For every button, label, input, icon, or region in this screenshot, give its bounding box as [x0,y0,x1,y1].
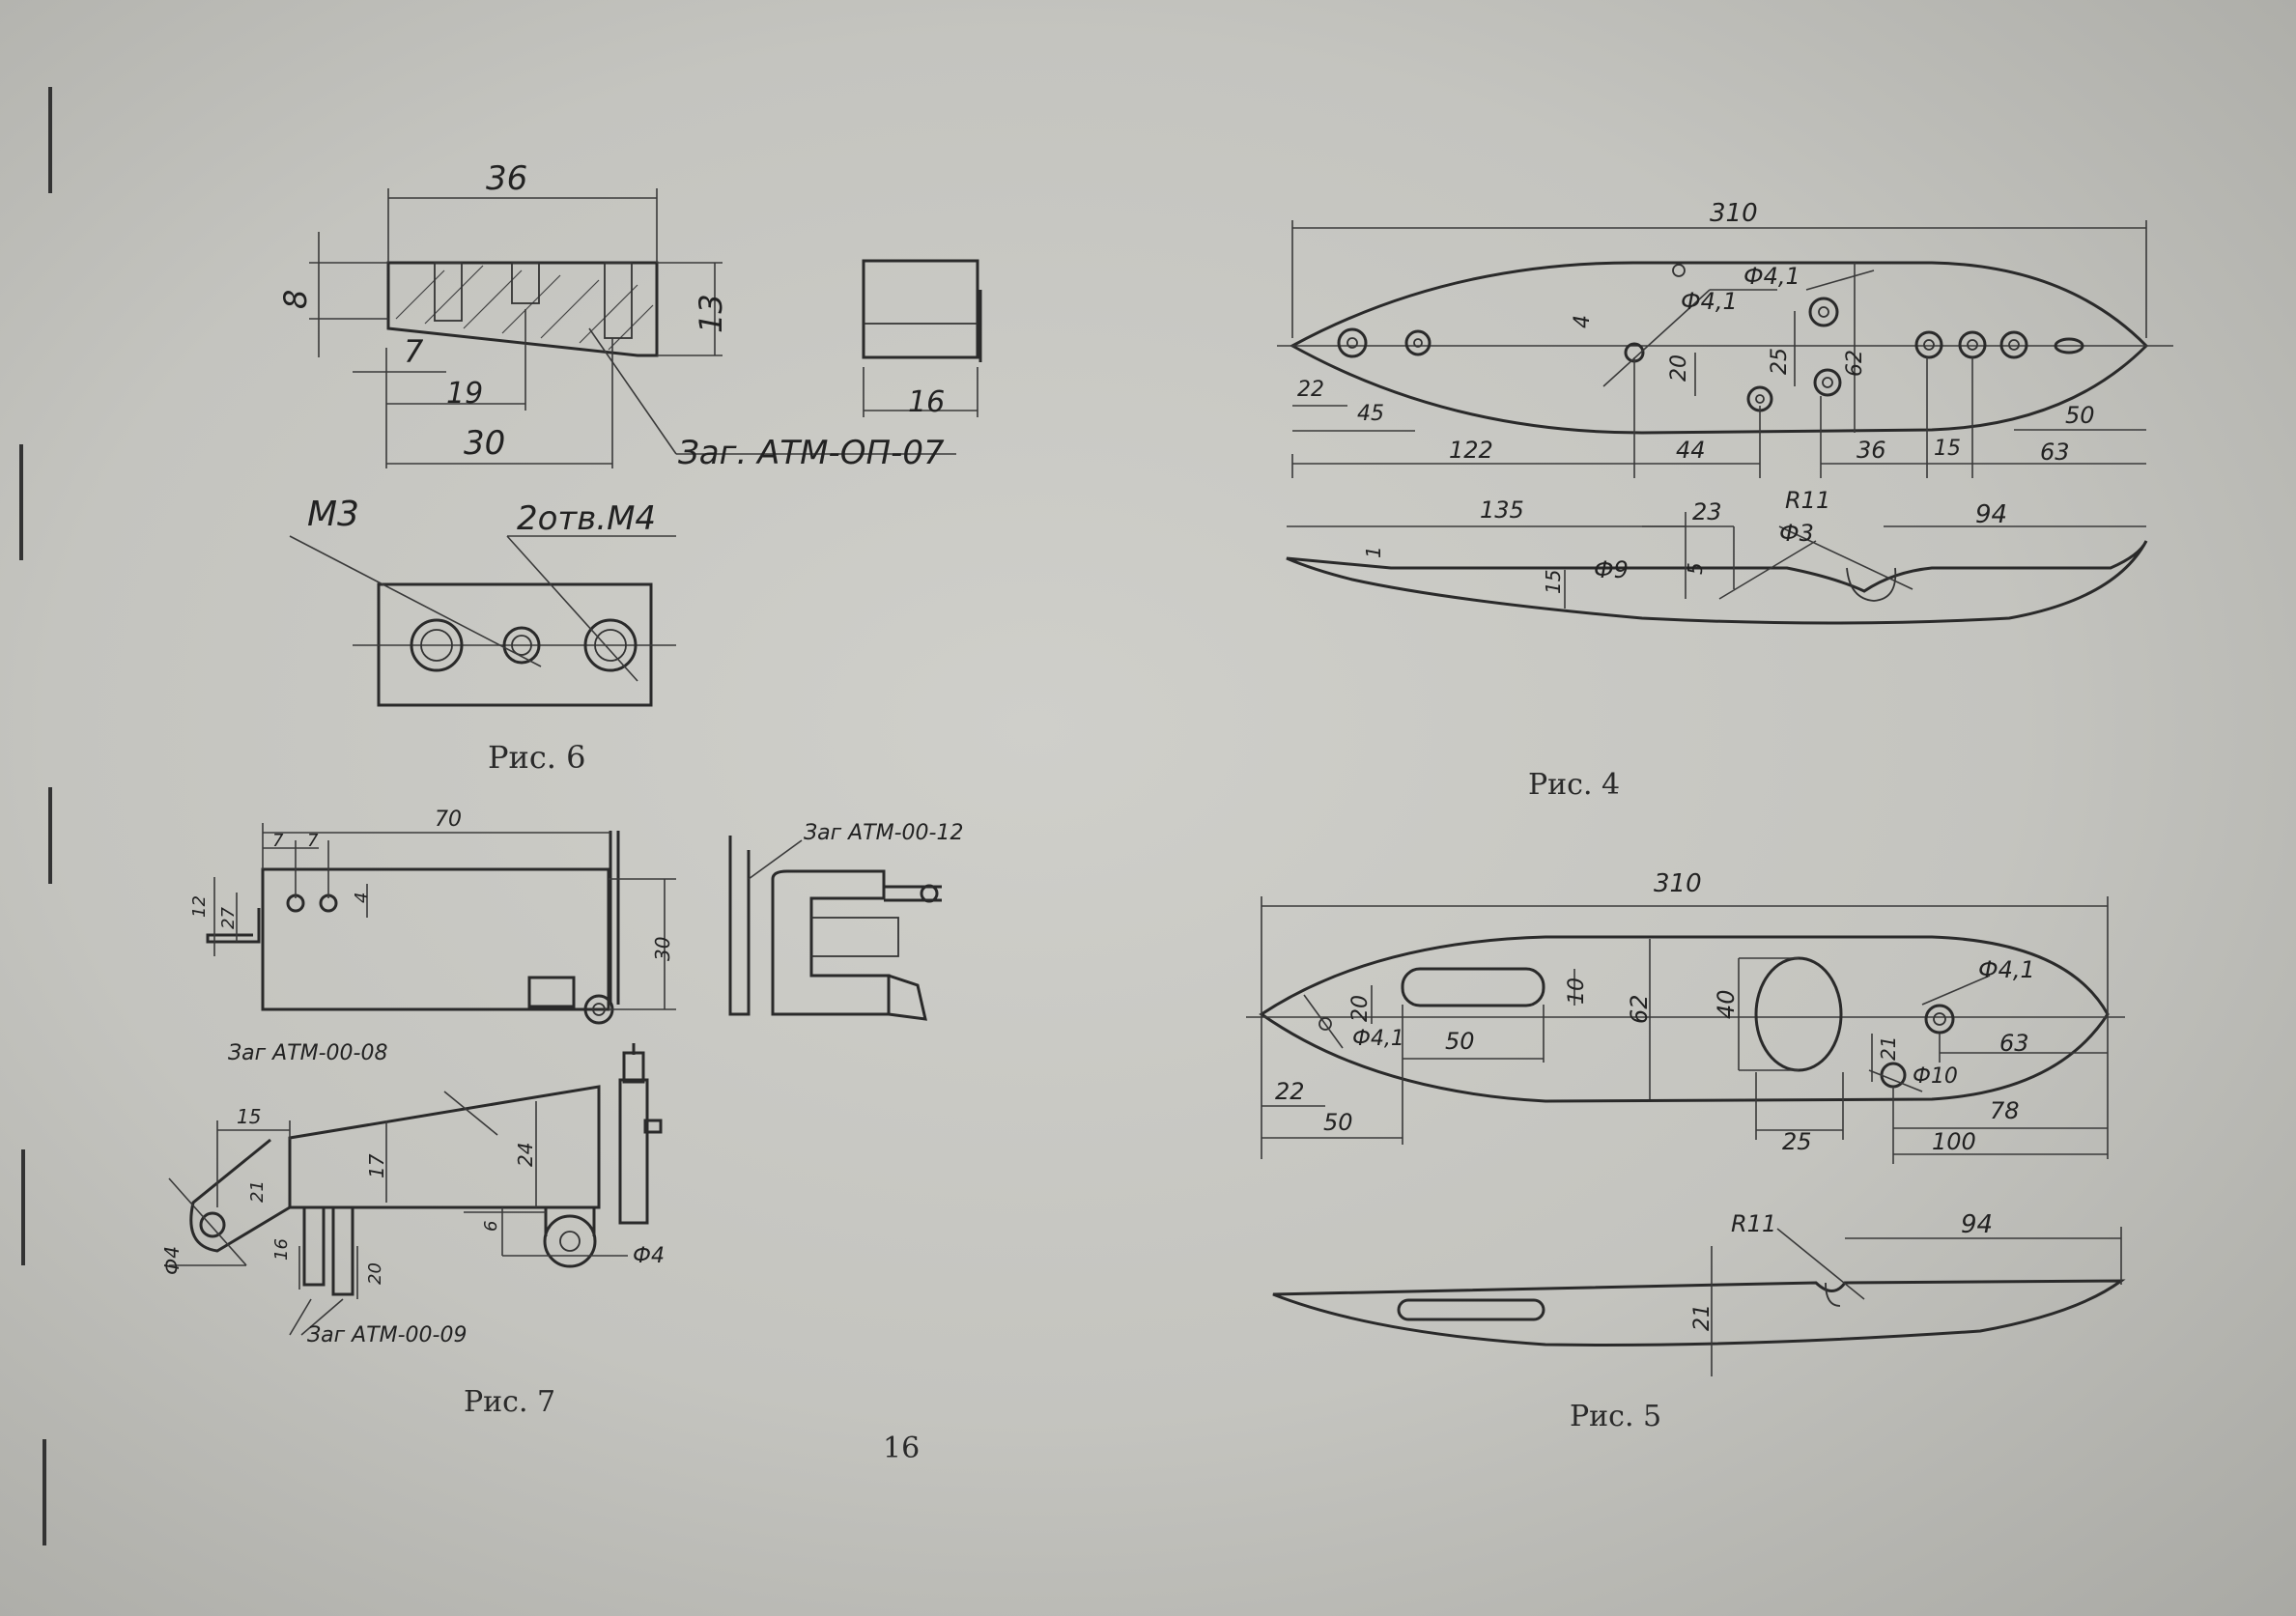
fig4-side-dim-94: 94 [1975,500,2008,529]
fig7-dim-7a: 7 [272,831,284,851]
fig7-dim-17: 17 [365,1153,388,1178]
fig7-dim-4: 4 [352,892,372,903]
fig7-dim-16: 16 [271,1238,292,1261]
fig4-dim-15: 15 [1934,437,1961,461]
fig5-dim-40: 40 [1713,989,1740,1019]
fig6-dim-30: 30 [464,424,506,463]
fig6-dim-36: 36 [486,159,528,198]
fig5-dim-10: 10 [1565,978,1589,1005]
fig7-blank-12: Заг АТМ-00-12 [804,821,964,845]
fig4-side-dim-d3: Ф3 [1779,520,1814,547]
fig4-dim-25: 25 [1768,348,1792,375]
fig4-caption: Рис. 4 [1528,768,1621,802]
fig5-dim-hole-left: Ф4,1 [1352,1027,1404,1051]
fig5-dim-78: 78 [1990,1097,2020,1124]
fig5-dim-50-slot: 50 [1445,1028,1475,1055]
fig4-dim-20: 20 [1667,354,1691,382]
fig7-dim-27: 27 [218,907,239,929]
fig4-side-dim-r11: R11 [1785,487,1831,514]
fig4-dim-hole-a: Ф4,1 [1743,263,1800,290]
fig7-dim-7b: 7 [307,831,319,851]
fig6-dim-8: 8 [277,289,314,309]
fig4-dim-44: 44 [1676,437,1706,464]
fig5-dim-21: 21 [1877,1035,1900,1061]
staple-marks [19,87,52,1545]
fig7-blank-09: Заг АТМ-00-09 [307,1323,468,1347]
fig4-side-dim-23: 23 [1692,498,1722,525]
fig5-dim-20: 20 [1348,995,1373,1022]
fig6-dim-19: 19 [446,377,484,411]
fig7-dim-15: 15 [237,1105,262,1128]
fig5-dim-hole-right: Ф4,1 [1978,956,2035,983]
fig7-dim-d4-right: Ф4 [633,1244,665,1268]
fig6-blank-label: Заг. АТМ-ОП-07 [678,434,945,472]
fig5-side-dim-21: 21 [1690,1304,1715,1331]
page-number: 16 [883,1432,921,1465]
fig5-dim-22: 22 [1275,1078,1305,1105]
fig4-dim-50: 50 [2065,402,2095,429]
fig7-dim-24: 24 [514,1142,537,1167]
fig6-dim-7: 7 [404,333,424,370]
fig6-drawing [289,188,982,707]
fig5-dim-50: 50 [1323,1109,1353,1136]
fig7-dim-70: 70 [435,808,462,832]
fig6-dim-16: 16 [908,385,946,419]
fig5-side-dim-r11: R11 [1731,1210,1777,1237]
fig7-caption: Рис. 7 [464,1385,556,1419]
fig4-side-dim-135: 135 [1480,496,1524,524]
fig4-dim-hole-b: Ф4,1 [1681,288,1738,315]
fig5-drawing [1246,896,2126,1376]
fig4-dim-36: 36 [1857,437,1886,464]
fig5-dim-25: 25 [1782,1128,1812,1155]
fig7-blank-08: Заг АТМ-00-08 [228,1041,388,1065]
fig5-dim-d10: Ф10 [1913,1064,1958,1089]
fig6-holes-label: 2отв.М4 [517,499,657,538]
fig6-thread-label: М3 [307,495,359,534]
fig6-caption: Рис. 6 [488,739,586,776]
fig5-dim-310: 310 [1654,869,1702,898]
fig7-drawing [168,823,942,1336]
fig4-dim-45: 45 [1357,402,1384,426]
fig5-dim-62: 62 [1626,994,1653,1024]
fig4-drawing [1277,220,2173,625]
fig7-dim-30: 30 [651,936,674,961]
fig4-side-dim-5: 5 [1684,562,1707,575]
fig4-dim-310: 310 [1710,199,1758,228]
fig7-dim-12: 12 [189,895,210,918]
fig4-dim-63: 63 [2040,439,2070,466]
fig4-dim-22: 22 [1297,378,1324,402]
fig7-dim-6: 6 [481,1220,501,1232]
fig4-side-dim-1: 1 [1362,546,1385,558]
fig5-caption: Рис. 5 [1570,1400,1662,1433]
fig5-side-dim-94: 94 [1961,1210,1994,1239]
fig7-dim-d4-left: Ф4 [160,1246,184,1275]
fig4-dim-62: 62 [1843,350,1867,377]
fig5-dim-63: 63 [1999,1030,2029,1057]
fig6-dim-13: 13 [693,294,729,333]
fig4-dim-122: 122 [1449,437,1493,464]
fig4-side-dim-15: 15 [1542,569,1565,594]
fig4-side-dim-d9: Ф9 [1594,556,1629,583]
fig7-dim-21: 21 [247,1180,268,1203]
fig5-dim-100: 100 [1932,1128,1976,1155]
fig4-dim-4: 4 [1571,315,1595,328]
fig7-dim-20: 20 [365,1262,385,1285]
